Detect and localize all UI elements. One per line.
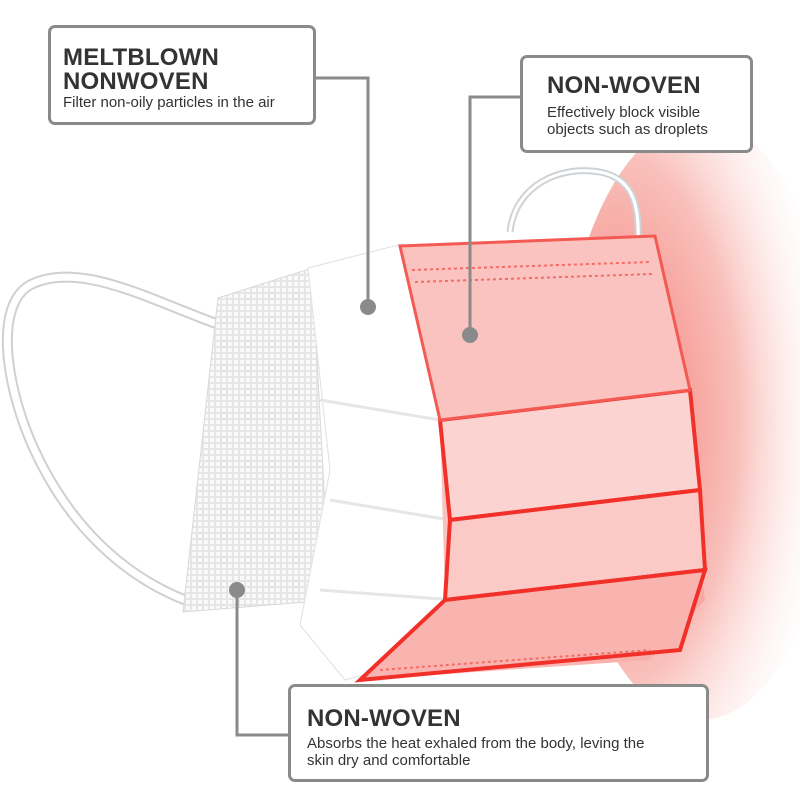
callout-description: Filter non-oily particles in the air xyxy=(63,94,275,111)
callout-title: NON-WOVEN xyxy=(547,72,701,99)
callout-meltblown: MELTBLOWN NONWOVEN Filter non-oily parti… xyxy=(48,25,316,125)
callout-description: objects such as droplets xyxy=(547,121,708,138)
callout-title: NONWOVEN xyxy=(63,68,209,95)
connector-meltblown xyxy=(316,76,370,307)
callout-outer-nonwoven: NON-WOVEN Effectively block visible obje… xyxy=(520,55,753,153)
callout-title: MELTBLOWN xyxy=(63,44,219,71)
callout-description: Effectively block visible xyxy=(547,104,701,121)
pleat-3 xyxy=(354,567,708,683)
connector-outer xyxy=(468,95,520,335)
connector-inner xyxy=(235,590,288,737)
top-flap xyxy=(398,234,692,422)
dot-meltblown xyxy=(360,299,376,315)
callout-description: skin dry and comfortable xyxy=(307,752,471,769)
callout-description: Absorbs the heat exhaled from the body, … xyxy=(307,735,645,752)
dot-outer xyxy=(462,327,478,343)
dot-inner xyxy=(229,582,245,598)
callout-title: NON-WOVEN xyxy=(307,705,461,732)
left-ear-loop xyxy=(1,271,222,606)
top-ear-loop-inner xyxy=(508,169,640,243)
callout-inner-nonwoven: NON-WOVEN Absorbs the heat exhaled from … xyxy=(288,684,709,782)
